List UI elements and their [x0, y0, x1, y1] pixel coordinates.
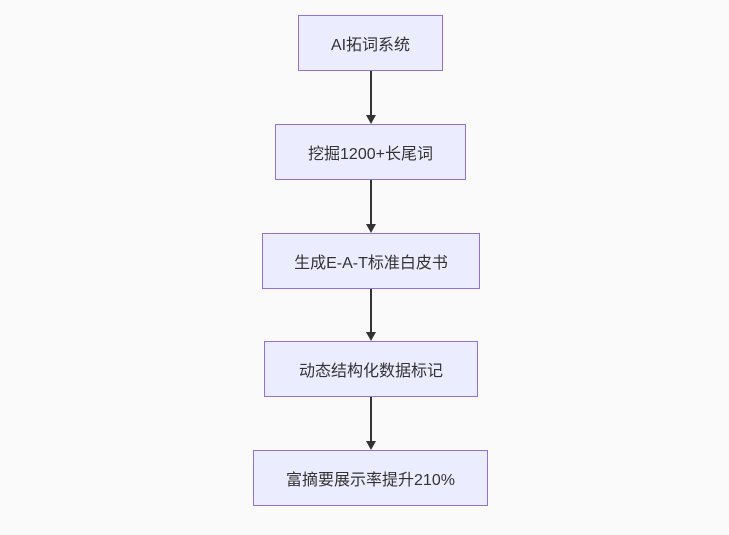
arrow-head-icon: [365, 332, 376, 341]
flow-node-longtail-mining: 挖掘1200+长尾词: [275, 124, 466, 180]
arrow-line: [369, 180, 372, 224]
flow-node-label: AI拓词系统: [330, 37, 411, 54]
flow-node-label: 动态结构化数据标记: [298, 363, 443, 380]
flow-node-structured-data: 动态结构化数据标记: [264, 341, 478, 397]
flow-arrow-3: [365, 289, 376, 341]
arrow-head-icon: [365, 115, 376, 124]
arrow-line: [369, 289, 372, 332]
flow-arrow-2: [365, 180, 376, 233]
flow-node-eat-whitepaper: 生成E-A-T标准白皮书: [262, 233, 480, 289]
arrow-line: [369, 71, 372, 115]
flow-node-ai-word-system: AI拓词系统: [298, 15, 443, 71]
flow-node-rich-snippet-result: 富摘要展示率提升210%: [253, 450, 488, 506]
arrow-line: [369, 397, 372, 441]
flow-node-label: 富摘要展示率提升210%: [286, 472, 455, 489]
flow-node-label: 挖掘1200+长尾词: [308, 146, 433, 163]
arrow-head-icon: [365, 224, 376, 233]
flow-node-label: 生成E-A-T标准白皮书: [294, 255, 448, 272]
flow-arrow-1: [365, 71, 376, 124]
flow-arrow-4: [365, 397, 376, 450]
arrow-head-icon: [365, 441, 376, 450]
